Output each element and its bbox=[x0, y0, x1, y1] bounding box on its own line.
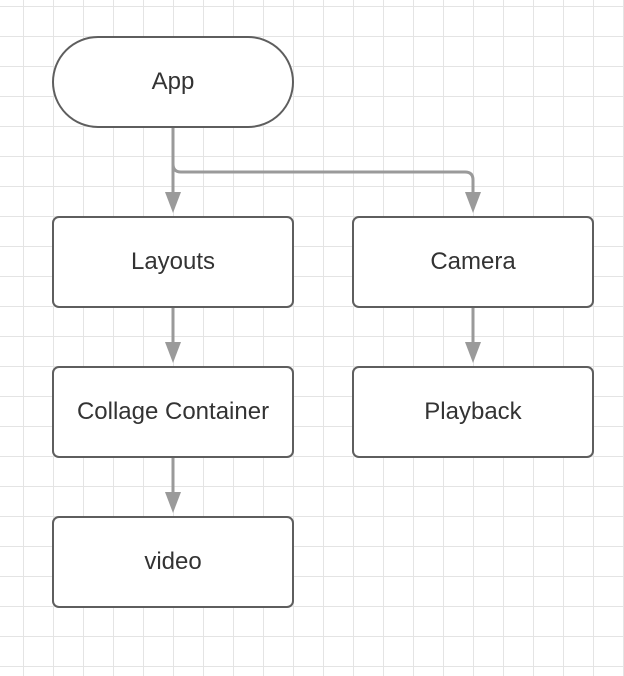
arrowhead-collage-container bbox=[165, 342, 181, 363]
node-camera-label: Camera bbox=[430, 248, 516, 275]
arrowhead-camera bbox=[465, 192, 481, 213]
node-app[interactable]: App bbox=[52, 36, 294, 128]
arrowhead-playback bbox=[465, 342, 481, 363]
node-layouts-label: Layouts bbox=[130, 248, 216, 275]
arrowhead-video bbox=[165, 492, 181, 513]
connector-app-to-camera bbox=[171, 163, 475, 196]
node-layouts[interactable]: Layouts bbox=[52, 216, 294, 308]
node-collage-container-label: Collage Container bbox=[76, 398, 270, 425]
arrowhead-layouts bbox=[165, 192, 181, 213]
node-video[interactable]: video bbox=[52, 516, 294, 608]
node-collage-container[interactable]: Collage Container bbox=[52, 366, 294, 458]
node-camera[interactable]: Camera bbox=[352, 216, 594, 308]
node-playback-label: Playback bbox=[424, 398, 522, 425]
node-playback[interactable]: Playback bbox=[352, 366, 594, 458]
node-app-label: App bbox=[151, 68, 195, 95]
node-video-label: video bbox=[144, 548, 202, 575]
